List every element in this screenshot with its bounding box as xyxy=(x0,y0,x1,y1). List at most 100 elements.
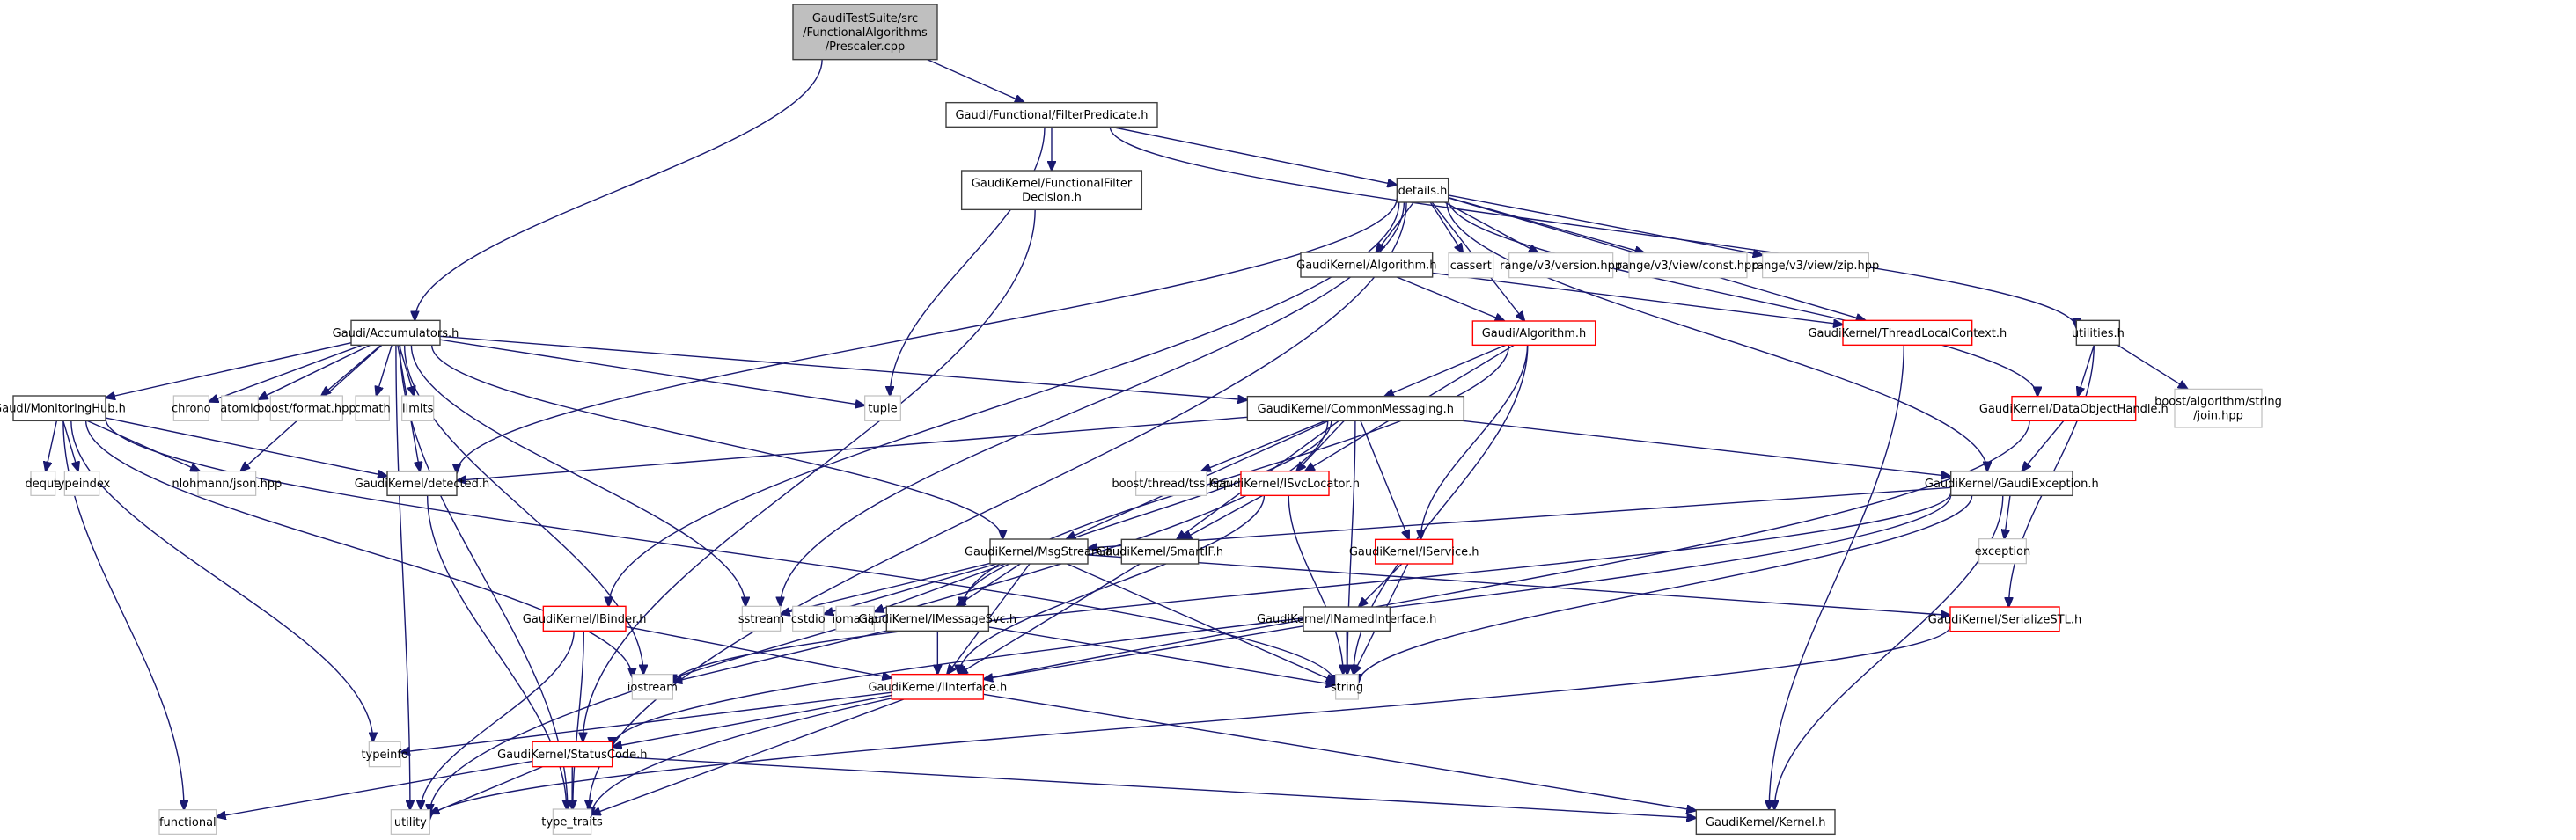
edge-accumulators-to-msgstream xyxy=(430,345,1003,539)
node-accumulators[interactable]: Gaudi/Accumulators.h xyxy=(333,319,459,347)
node-box xyxy=(1120,538,1200,565)
node-details[interactable]: details.h xyxy=(1396,177,1449,203)
edge-gk-algorithm-to-gaudi-algorithm xyxy=(1396,276,1504,321)
node-label: GaudiKernel/IBinder.h xyxy=(523,613,647,626)
node-limits: limits xyxy=(401,395,435,421)
node-iomanip: iomanip xyxy=(833,605,878,632)
node-box xyxy=(1471,320,1596,347)
node-smartif[interactable]: GaudiKernel/SmartIF.h xyxy=(1097,538,1223,565)
node-json: nlohmann/json.hpp xyxy=(172,471,282,496)
node-label: /FunctionalAlgorithms xyxy=(803,26,928,40)
edge-gaudiexc-to-kernel xyxy=(1774,495,2004,809)
edge-details-to-rv3zip xyxy=(1448,194,1763,255)
edge-statuscode-to-functional xyxy=(217,760,533,816)
node-inamed[interactable]: GaudiKernel/INamedInterface.h xyxy=(1257,606,1436,632)
node-detected[interactable]: GaudiKernel/detected.h xyxy=(355,470,490,497)
node-box xyxy=(2011,395,2137,422)
node-serializestl[interactable]: GaudiKernel/SerializeSTL.h xyxy=(1928,606,2081,632)
edge-accumulators-to-commonmsg xyxy=(439,335,1247,399)
node-rv3zip: range/v3/view/zip.hpp xyxy=(1752,252,1879,279)
node-utilities[interactable]: utilities.h xyxy=(2072,319,2125,347)
edge-commonmsg-to-gaudiexc xyxy=(1462,420,1951,476)
node-isvcloc[interactable]: GaudiKernel/ISvcLocator.h xyxy=(1210,470,1360,497)
edge-ibinder-to-utility xyxy=(421,631,575,809)
edge-inamed-to-iinterface xyxy=(983,625,1304,679)
edge-monhub-to-deque xyxy=(46,420,58,471)
node-box xyxy=(158,809,217,835)
node-filterpredicate[interactable]: Gaudi/Functional/FilterPredicate.h xyxy=(945,101,1158,128)
node-label: boost/algorithm/string xyxy=(2154,396,2282,409)
node-commonmsg[interactable]: GaudiKernel/CommonMessaging.h xyxy=(1246,395,1465,422)
node-label: exception xyxy=(1975,545,2031,559)
node-type-traits: type_traits xyxy=(541,808,603,835)
node-box xyxy=(390,809,430,835)
node-label: Gaudi/Algorithm.h xyxy=(1482,327,1587,340)
edge-utilities-to-doh xyxy=(2078,345,2095,396)
node-label: GaudiTestSuite/src xyxy=(812,12,918,26)
edge-monhub-to-typeinfo xyxy=(70,420,373,741)
edge-root-to-accumulators xyxy=(415,59,823,321)
node-tuple: tuple xyxy=(864,395,901,421)
node-atomic: atomic xyxy=(220,395,260,421)
node-box xyxy=(1300,252,1434,278)
edge-commonmsg-to-string xyxy=(1347,420,1356,674)
node-string: string xyxy=(1331,674,1363,700)
node-label: range/v3/view/const.hpp xyxy=(1618,259,1759,273)
node-label: GaudiKernel/CommonMessaging.h xyxy=(1258,403,1454,416)
edge-commonmsg-to-iservice xyxy=(1360,420,1409,539)
edge-accumulators-to-limits xyxy=(398,345,415,396)
node-box xyxy=(350,319,441,347)
edge-monhub-to-json xyxy=(86,420,200,471)
node-statuscode[interactable]: GaudiKernel/StatusCode.h xyxy=(497,741,648,768)
node-box xyxy=(63,471,100,496)
node-label: GaudiKernel/IInterface.h xyxy=(868,681,1007,694)
edge-details-to-type-traits xyxy=(589,201,1407,809)
edge-iinterface-to-typeinfo xyxy=(400,691,892,752)
edge-filterpredicate-to-details xyxy=(1111,126,1397,185)
node-box xyxy=(792,605,825,632)
node-chrono: chrono xyxy=(172,395,211,421)
node-joinhpp: boost/algorithm/string/join.hpp xyxy=(2154,388,2282,428)
node-label: limits xyxy=(402,403,434,416)
node-gaudi-algorithm[interactable]: Gaudi/Algorithm.h xyxy=(1471,320,1596,347)
edge-statuscode-to-utility xyxy=(429,766,543,814)
node-imsgsvc[interactable]: GaudiKernel/IMessageSvc.h xyxy=(859,605,1017,632)
node-box xyxy=(12,395,106,422)
node-label: cstdio xyxy=(791,613,826,626)
edge-gaudiexc-to-statuscode xyxy=(613,494,1952,747)
node-kernel[interactable]: GaudiKernel/Kernel.h xyxy=(1695,808,1836,836)
edge-details-to-rv3const xyxy=(1448,196,1645,253)
edge-ibinder-to-iinterface xyxy=(625,625,892,677)
node-box xyxy=(1240,470,1330,497)
node-boostformat: boost/format.hpp xyxy=(257,395,356,421)
edge-details-to-gaudiexc xyxy=(1446,201,1987,471)
edge-msgstream-to-serializestl xyxy=(1087,554,1950,616)
node-cstdio: cstdio xyxy=(791,605,826,632)
edge-ffd-to-statuscode xyxy=(583,209,1036,741)
node-tlc[interactable]: GaudiKernel/ThreadLocalContext.h xyxy=(1808,319,2007,347)
edge-details-to-cassert xyxy=(1429,201,1463,253)
node-box xyxy=(30,471,56,496)
node-box xyxy=(885,605,990,632)
node-root[interactable]: GaudiTestSuite/src/FunctionalAlgorithms/… xyxy=(792,4,938,61)
node-msgstream[interactable]: GaudiKernel/MsgStream.h xyxy=(965,538,1113,565)
node-typeindex: typeindex xyxy=(54,471,111,496)
node-label: nlohmann/json.hpp xyxy=(172,478,282,491)
node-iinterface[interactable]: GaudiKernel/IInterface.h xyxy=(868,673,1007,700)
node-gk-algorithm[interactable]: GaudiKernel/Algorithm.h xyxy=(1296,252,1437,278)
edge-msgstream-to-sstream xyxy=(781,562,991,614)
node-label: chrono xyxy=(172,403,211,416)
node-box xyxy=(1396,177,1449,203)
node-box xyxy=(631,674,673,700)
node-gaudiexc[interactable]: GaudiKernel/GaudiException.h xyxy=(1925,470,2099,497)
node-box xyxy=(1949,606,2060,632)
node-iostream: iostream xyxy=(627,674,678,700)
node-ibinder[interactable]: GaudiKernel/IBinder.h xyxy=(523,605,647,632)
node-label: GaudiKernel/detected.h xyxy=(355,478,490,491)
node-label: string xyxy=(1331,681,1363,694)
node-doh[interactable]: GaudiKernel/DataObjectHandle.h xyxy=(1979,395,2169,422)
node-monhub[interactable]: Gaudi/MonitoringHub.h xyxy=(0,395,126,422)
node-label: Gaudi/Accumulators.h xyxy=(333,327,459,340)
node-iservice[interactable]: GaudiKernel/IService.h xyxy=(1349,538,1479,565)
